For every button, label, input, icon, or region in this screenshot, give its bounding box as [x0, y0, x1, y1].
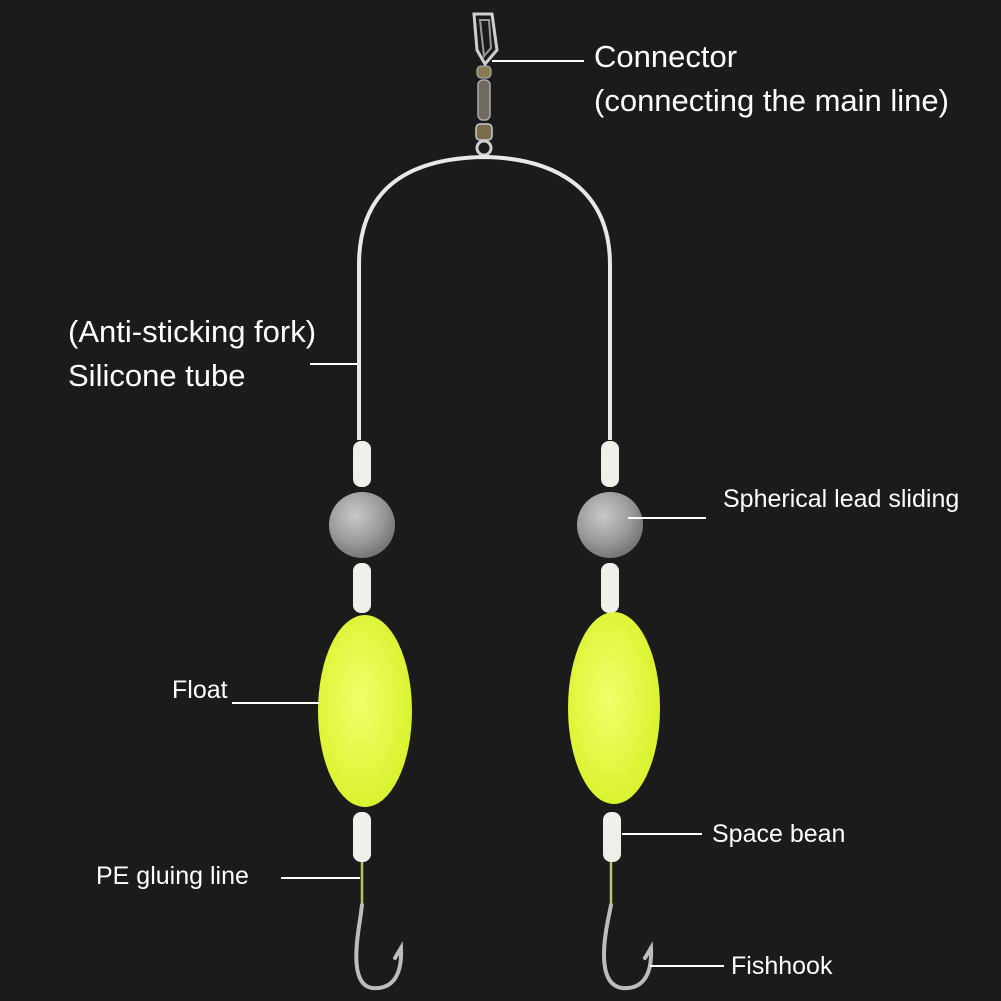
silicone-tube-fork	[357, 154, 612, 440]
tube-sublabel: (Anti-sticking fork)	[68, 314, 317, 349]
space-bean	[603, 812, 621, 862]
float	[318, 615, 412, 807]
leader-lines	[232, 60, 724, 967]
space-bean	[353, 812, 371, 862]
pe-line-label: PE gluing line	[96, 862, 249, 890]
float	[568, 612, 660, 804]
left-rig	[318, 441, 412, 991]
fishhook	[354, 903, 404, 991]
tube-label: Silicone tube	[68, 358, 246, 393]
space-bean	[601, 441, 619, 487]
right-rig	[568, 441, 660, 991]
space-bean	[353, 441, 371, 487]
spherical-lead	[577, 492, 643, 558]
spherical-lead-label: Spherical lead sliding	[723, 485, 960, 513]
spherical-lead	[329, 492, 395, 558]
connector-sublabel: (connecting the main line)	[594, 83, 949, 118]
space-bean-label: Space bean	[712, 820, 846, 848]
fishhook-label: Fishhook	[731, 952, 833, 980]
float-label: Float	[172, 676, 228, 704]
connector-label: Connector	[594, 39, 738, 74]
space-bean	[353, 563, 371, 613]
space-bean	[601, 563, 619, 613]
connector-snap	[472, 12, 499, 157]
fishhook	[602, 903, 654, 991]
